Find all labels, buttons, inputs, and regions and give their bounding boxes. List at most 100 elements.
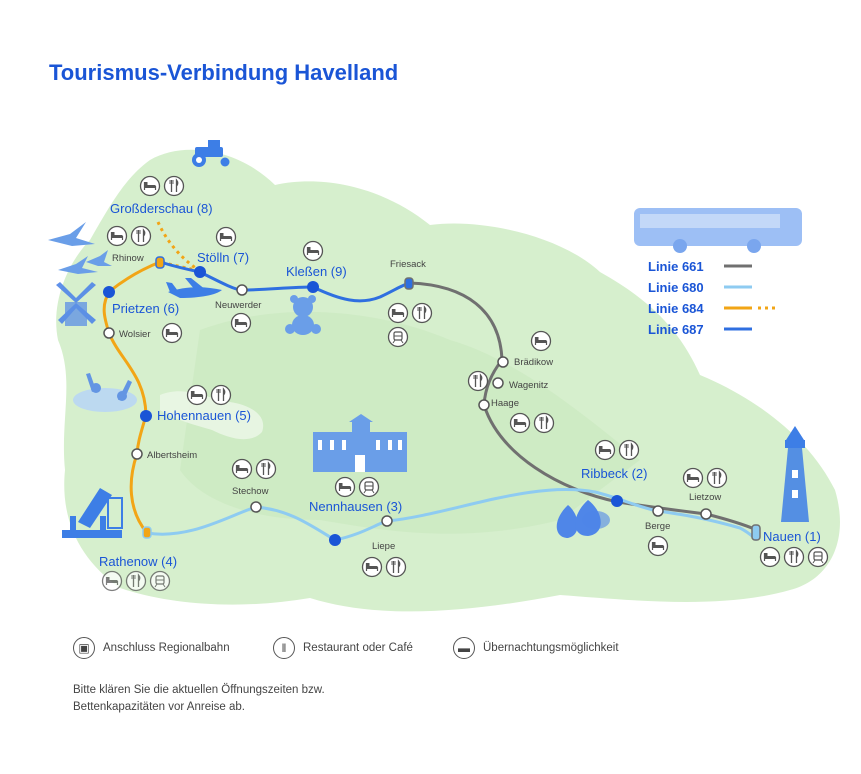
label-rathenow: Rathenow (4) xyxy=(99,554,177,569)
label-ribbeck: Ribbeck (2) xyxy=(581,466,647,481)
label-hohennauen: Hohennauen (5) xyxy=(157,408,251,423)
bed-icon xyxy=(106,225,128,247)
bed-icon xyxy=(530,330,552,352)
label-berge: Berge xyxy=(645,521,670,532)
amenities-stoelln xyxy=(215,226,237,248)
stop-neuwerder[interactable] xyxy=(236,284,248,296)
bed-icon xyxy=(230,312,252,334)
train-icon xyxy=(807,546,829,568)
stop-lietzow[interactable] xyxy=(700,508,712,520)
legend-restaurant: ǁ Restaurant oder Café xyxy=(273,637,413,659)
stop-liepe[interactable] xyxy=(381,515,393,527)
minor-stops xyxy=(103,284,712,527)
bed-icon xyxy=(334,476,356,498)
label-friesack: Friesack xyxy=(390,259,426,270)
bed-icon xyxy=(186,384,208,406)
cutlery-icon xyxy=(163,175,185,197)
bed-icon xyxy=(139,175,161,197)
label-klessen: Kleßen (9) xyxy=(286,264,347,279)
train-icon: ▣ xyxy=(73,637,95,659)
amenities-braedikow xyxy=(530,330,552,352)
train-icon xyxy=(358,476,380,498)
stop-klessen[interactable] xyxy=(307,281,319,293)
label-nennhausen: Nennhausen (3) xyxy=(309,499,402,514)
label-stechow: Stechow xyxy=(232,486,269,497)
cutlery-icon xyxy=(706,467,728,489)
stop-stechow[interactable] xyxy=(250,501,262,513)
transfer-marker-friesack xyxy=(404,277,414,290)
stop-braedikow[interactable] xyxy=(497,356,509,368)
legend-line-687: Linie 687 xyxy=(648,322,704,337)
label-haage: Haage xyxy=(491,398,519,409)
note-line-1: Bitte klären Sie die aktuellen Öffnungsz… xyxy=(73,684,325,696)
opening-hours-note: Bitte klären Sie die aktuellen Öffnungsz… xyxy=(73,682,325,716)
label-neuwerder: Neuwerder xyxy=(215,300,261,311)
amenities-nauen xyxy=(759,546,829,568)
train-icon xyxy=(149,570,171,592)
stop-ribbeck[interactable] xyxy=(611,495,623,507)
stop-albertsheim[interactable] xyxy=(131,448,143,460)
bed-icon xyxy=(387,302,409,324)
bed-icon xyxy=(509,412,531,434)
bed-icon xyxy=(361,556,383,578)
bus-icon xyxy=(634,208,802,253)
legend-line-680: Linie 680 xyxy=(648,280,704,295)
legend-train-label: Anschluss Regionalbahn xyxy=(103,642,230,654)
bed-icon xyxy=(594,439,616,461)
windmill-icon xyxy=(56,282,96,326)
stop-wagenitz[interactable] xyxy=(492,377,504,389)
teddy-bear-icon xyxy=(285,295,321,335)
havelland-area-lower xyxy=(180,311,640,534)
bed-icon xyxy=(231,458,253,480)
tractor-icon xyxy=(192,140,230,167)
bed-icon xyxy=(101,570,123,592)
label-prietzen: Prietzen (6) xyxy=(112,301,179,316)
amenities-wagenitz xyxy=(467,370,489,392)
pears-icon xyxy=(556,500,610,538)
cutlery-icon xyxy=(210,384,232,406)
major-stops xyxy=(103,266,623,546)
cutlery-icon: ǁ xyxy=(273,637,295,659)
cutlery-icon xyxy=(467,370,489,392)
stop-haage[interactable] xyxy=(478,399,490,411)
legend-bed: ▬ Übernachtungsmöglichkeit xyxy=(453,637,619,659)
amenities-wolsier xyxy=(161,322,183,344)
label-wolsier: Wolsier xyxy=(119,329,151,340)
stop-berge[interactable] xyxy=(652,505,664,517)
stop-prietzen[interactable] xyxy=(103,286,115,298)
bed-icon: ▬ xyxy=(453,637,475,659)
legend-bed-label: Übernachtungsmöglichkeit xyxy=(483,642,619,654)
bed-icon xyxy=(682,467,704,489)
telescope-icon xyxy=(62,488,123,538)
legend-line-661: Linie 661 xyxy=(648,259,704,274)
label-lietzow: Lietzow xyxy=(689,492,721,503)
cutlery-icon xyxy=(533,412,555,434)
label-rhinow: Rhinow xyxy=(112,253,144,264)
label-braedikow: Brädikow xyxy=(514,357,553,368)
page-title: Tourismus-Verbindung Havelland xyxy=(49,60,399,85)
stop-wolsier[interactable] xyxy=(103,327,115,339)
cutlery-icon xyxy=(130,225,152,247)
cutlery-icon xyxy=(255,458,277,480)
stop-nennhausen[interactable] xyxy=(329,534,341,546)
label-grossderschau: Großderschau (8) xyxy=(110,201,213,216)
label-albertsheim: Albertsheim xyxy=(147,450,197,461)
bed-icon xyxy=(759,546,781,568)
cutlery-icon xyxy=(783,546,805,568)
line-legend: Linie 661 Linie 680 Linie 684 Linie 687 xyxy=(648,259,704,337)
lighthouse-icon xyxy=(781,426,809,522)
stop-stoelln[interactable] xyxy=(194,266,206,278)
amenities-rathenow xyxy=(101,570,171,592)
amenities-klessen xyxy=(302,240,324,262)
lake xyxy=(160,391,264,440)
airplane-icon xyxy=(166,278,222,298)
stop-hohennauen[interactable] xyxy=(140,410,152,422)
bed-icon xyxy=(302,240,324,262)
note-line-2: Bettenkapazitäten vor Anreise ab. xyxy=(73,701,245,713)
legend-train: ▣ Anschluss Regionalbahn xyxy=(73,637,230,659)
bed-icon xyxy=(161,322,183,344)
label-stoelln: Stölln (7) xyxy=(197,250,249,265)
label-wagenitz: Wagenitz xyxy=(509,380,548,391)
cutlery-icon xyxy=(125,570,147,592)
